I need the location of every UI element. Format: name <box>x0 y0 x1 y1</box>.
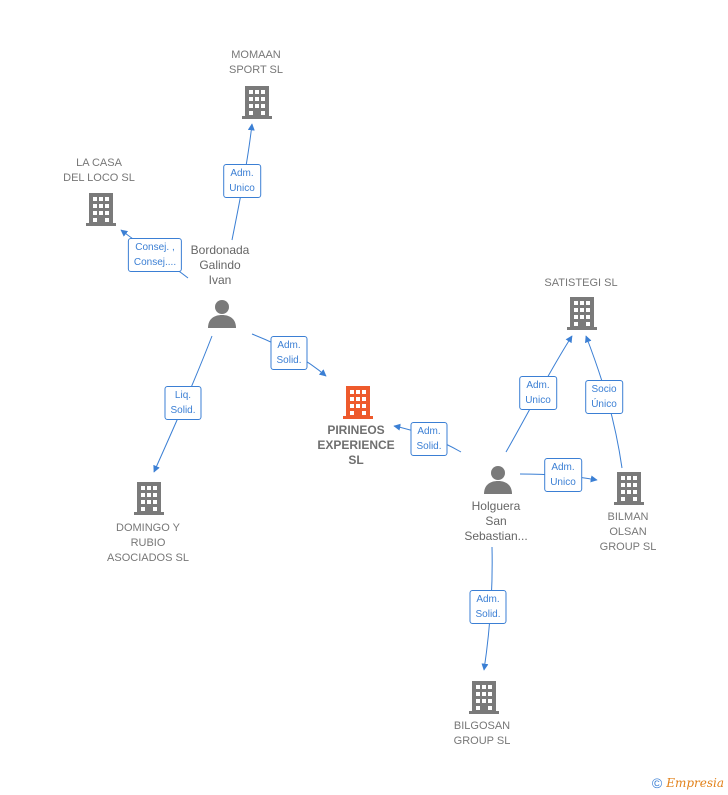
edge-label-bilman-satistegi[interactable]: Socio Único <box>585 380 623 414</box>
edge-label-line2: Solid. <box>475 609 501 620</box>
edge-label-line2: Unico <box>525 395 551 406</box>
edge-label-line1: Adm. <box>417 426 441 437</box>
node-label-domingo[interactable]: DOMINGO Y RUBIO ASOCIADOS SL <box>107 522 189 564</box>
edge-label-bordonada-lacasa[interactable]: Consej. , Consej.... <box>127 238 183 272</box>
edge-label-line2: Único <box>591 399 617 410</box>
edge-label-bordonada-momaan[interactable]: Adm. Unico <box>223 164 261 198</box>
edge-label-line1: Liq. <box>174 390 192 401</box>
building-icon[interactable] <box>566 295 598 331</box>
edge-label-line2: Solid. <box>276 355 302 366</box>
edge-label-line1: Adm. <box>551 462 575 473</box>
edge-label-line2: Solid. <box>170 405 196 416</box>
edge-label-holguera-bilman[interactable]: Adm. Unico <box>544 458 582 492</box>
building-icon[interactable] <box>241 84 273 120</box>
edge-label-line1: Adm. <box>230 168 254 179</box>
edge-label-line1: Adm. <box>476 594 500 605</box>
edge-label-holguera-pirineos[interactable]: Adm. Solid. <box>410 422 448 456</box>
edge-label-line1: Consej. , <box>135 242 175 253</box>
building-icon[interactable] <box>85 191 117 227</box>
building-icon[interactable] <box>613 470 645 506</box>
copyright-icon: © <box>651 775 663 791</box>
edge-label-bordonada-pirineos[interactable]: Adm. Solid. <box>270 336 308 370</box>
edge-label-holguera-satistegi[interactable]: Adm. Unico <box>519 376 557 410</box>
brand-logo[interactable]: Empresia <box>666 776 724 790</box>
footer-credit: © Empresia <box>652 775 724 791</box>
person-icon[interactable] <box>482 465 514 495</box>
edge-label-line1: Adm. <box>277 340 301 351</box>
edge-label-line2: Unico <box>550 477 576 488</box>
edge-label-holguera-bilgosan[interactable]: Adm. Solid. <box>469 590 507 624</box>
building-icon[interactable] <box>342 384 374 420</box>
building-icon[interactable] <box>133 480 165 516</box>
edge-label-bordonada-domingo[interactable]: Liq. Solid. <box>164 386 202 420</box>
person-icon[interactable] <box>206 299 238 329</box>
edge-label-line1: Adm. <box>526 380 550 391</box>
node-label-bordonada[interactable]: Bordonada Galindo Ivan <box>190 243 250 287</box>
node-label-pirineos[interactable]: PIRINEOS EXPERIENCE SL <box>317 423 395 467</box>
node-label-satistegi[interactable]: SATISTEGI SL <box>544 277 618 289</box>
edge-label-line2: Unico <box>229 183 255 194</box>
edge-label-line2: Solid. <box>416 441 442 452</box>
node-label-la-casa[interactable]: LA CASA DEL LOCO SL <box>63 157 135 184</box>
edge-label-line2: Consej.... <box>133 257 177 268</box>
node-label-holguera[interactable]: Holguera San Sebastian... <box>464 499 528 543</box>
building-icon[interactable] <box>468 679 500 715</box>
node-label-bilman[interactable]: BILMAN OLSAN GROUP SL <box>599 511 657 553</box>
edge-label-line1: Socio <box>591 384 617 395</box>
node-label-momaan[interactable]: MOMAAN SPORT SL <box>228 49 284 76</box>
node-label-bilgosan[interactable]: BILGOSAN GROUP SL <box>453 720 511 747</box>
